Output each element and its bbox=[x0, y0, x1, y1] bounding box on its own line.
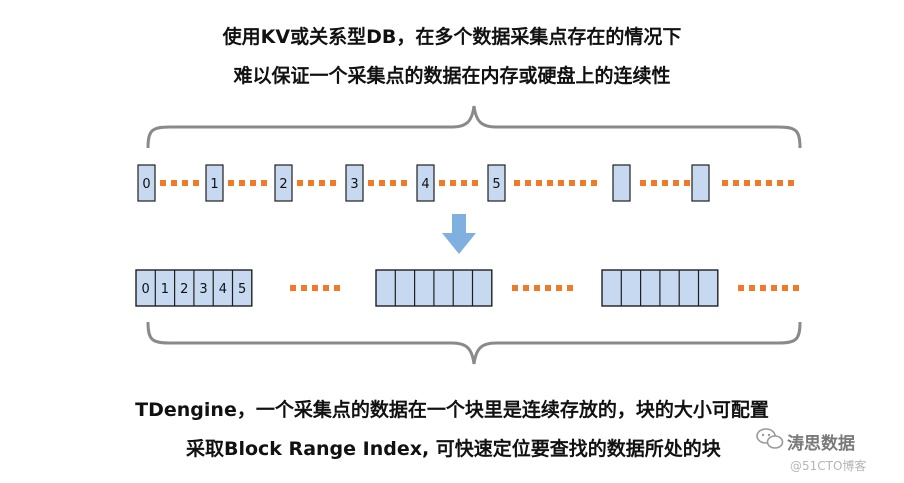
bottom-caption-line-1: TDengine，一个采集点的数据在一个块里是连续存放的，块的大小可配置 bbox=[135, 399, 769, 421]
block-cell-label: 0 bbox=[142, 282, 150, 297]
dot-segment bbox=[722, 180, 794, 186]
top-row-cells: 0 1 2 3 4 5 bbox=[137, 164, 710, 202]
storage-block bbox=[601, 269, 719, 307]
down-arrow-icon bbox=[442, 214, 476, 254]
bottom-row-dots bbox=[290, 285, 799, 291]
bottom-brace bbox=[146, 321, 802, 365]
dot-segment bbox=[290, 285, 340, 291]
top-caption-line-1: 使用KV或关系型DB，在多个数据采集点存在的情况下 bbox=[222, 26, 682, 48]
watermark-brand: 涛思数据 bbox=[787, 434, 855, 454]
block-cell-label: 4 bbox=[219, 282, 227, 297]
dot-segment bbox=[368, 180, 407, 186]
dot-segment bbox=[738, 285, 799, 291]
dot-segment bbox=[512, 285, 573, 291]
block-cell-label: 1 bbox=[161, 282, 169, 297]
top-row-cell: 4 bbox=[416, 164, 435, 202]
top-row-cell-label: 2 bbox=[279, 177, 287, 192]
top-row-cell-label: 3 bbox=[350, 177, 358, 192]
watermark-source: @51CTO博客 bbox=[790, 459, 867, 473]
dot-segment bbox=[297, 180, 336, 186]
storage-block bbox=[375, 269, 493, 307]
top-caption-line-2: 难以保证一个采集点的数据在内存或硬盘上的连续性 bbox=[233, 65, 671, 87]
block-cell-label: 3 bbox=[199, 282, 207, 297]
top-row-cell: 3 bbox=[345, 164, 364, 202]
dot-segment bbox=[514, 180, 597, 186]
top-row-cell-label: 0 bbox=[142, 177, 150, 192]
dot-segment bbox=[160, 180, 199, 186]
top-row-dots bbox=[160, 180, 794, 186]
top-row-cell-label: 4 bbox=[421, 177, 429, 192]
block-cell-label: 5 bbox=[238, 282, 246, 297]
top-row-cell-label: 5 bbox=[492, 177, 500, 192]
block-cell-label: 2 bbox=[180, 282, 188, 297]
dot-segment bbox=[640, 180, 690, 186]
top-row-cell: 5 bbox=[487, 164, 506, 202]
top-row-cell: 0 bbox=[137, 164, 156, 202]
top-brace bbox=[146, 105, 802, 149]
top-row-cell bbox=[691, 164, 710, 202]
dot-segment bbox=[439, 180, 478, 186]
dot-segment bbox=[228, 180, 267, 186]
top-row-cell-label: 1 bbox=[210, 177, 218, 192]
wechat-icon bbox=[756, 428, 784, 449]
top-row-cell: 2 bbox=[274, 164, 293, 202]
bottom-caption-line-2: 采取Block Range Index, 可快速定位要查找的数据所处的块 bbox=[186, 438, 721, 460]
top-row-cell bbox=[612, 164, 631, 202]
top-row-cell: 1 bbox=[205, 164, 224, 202]
